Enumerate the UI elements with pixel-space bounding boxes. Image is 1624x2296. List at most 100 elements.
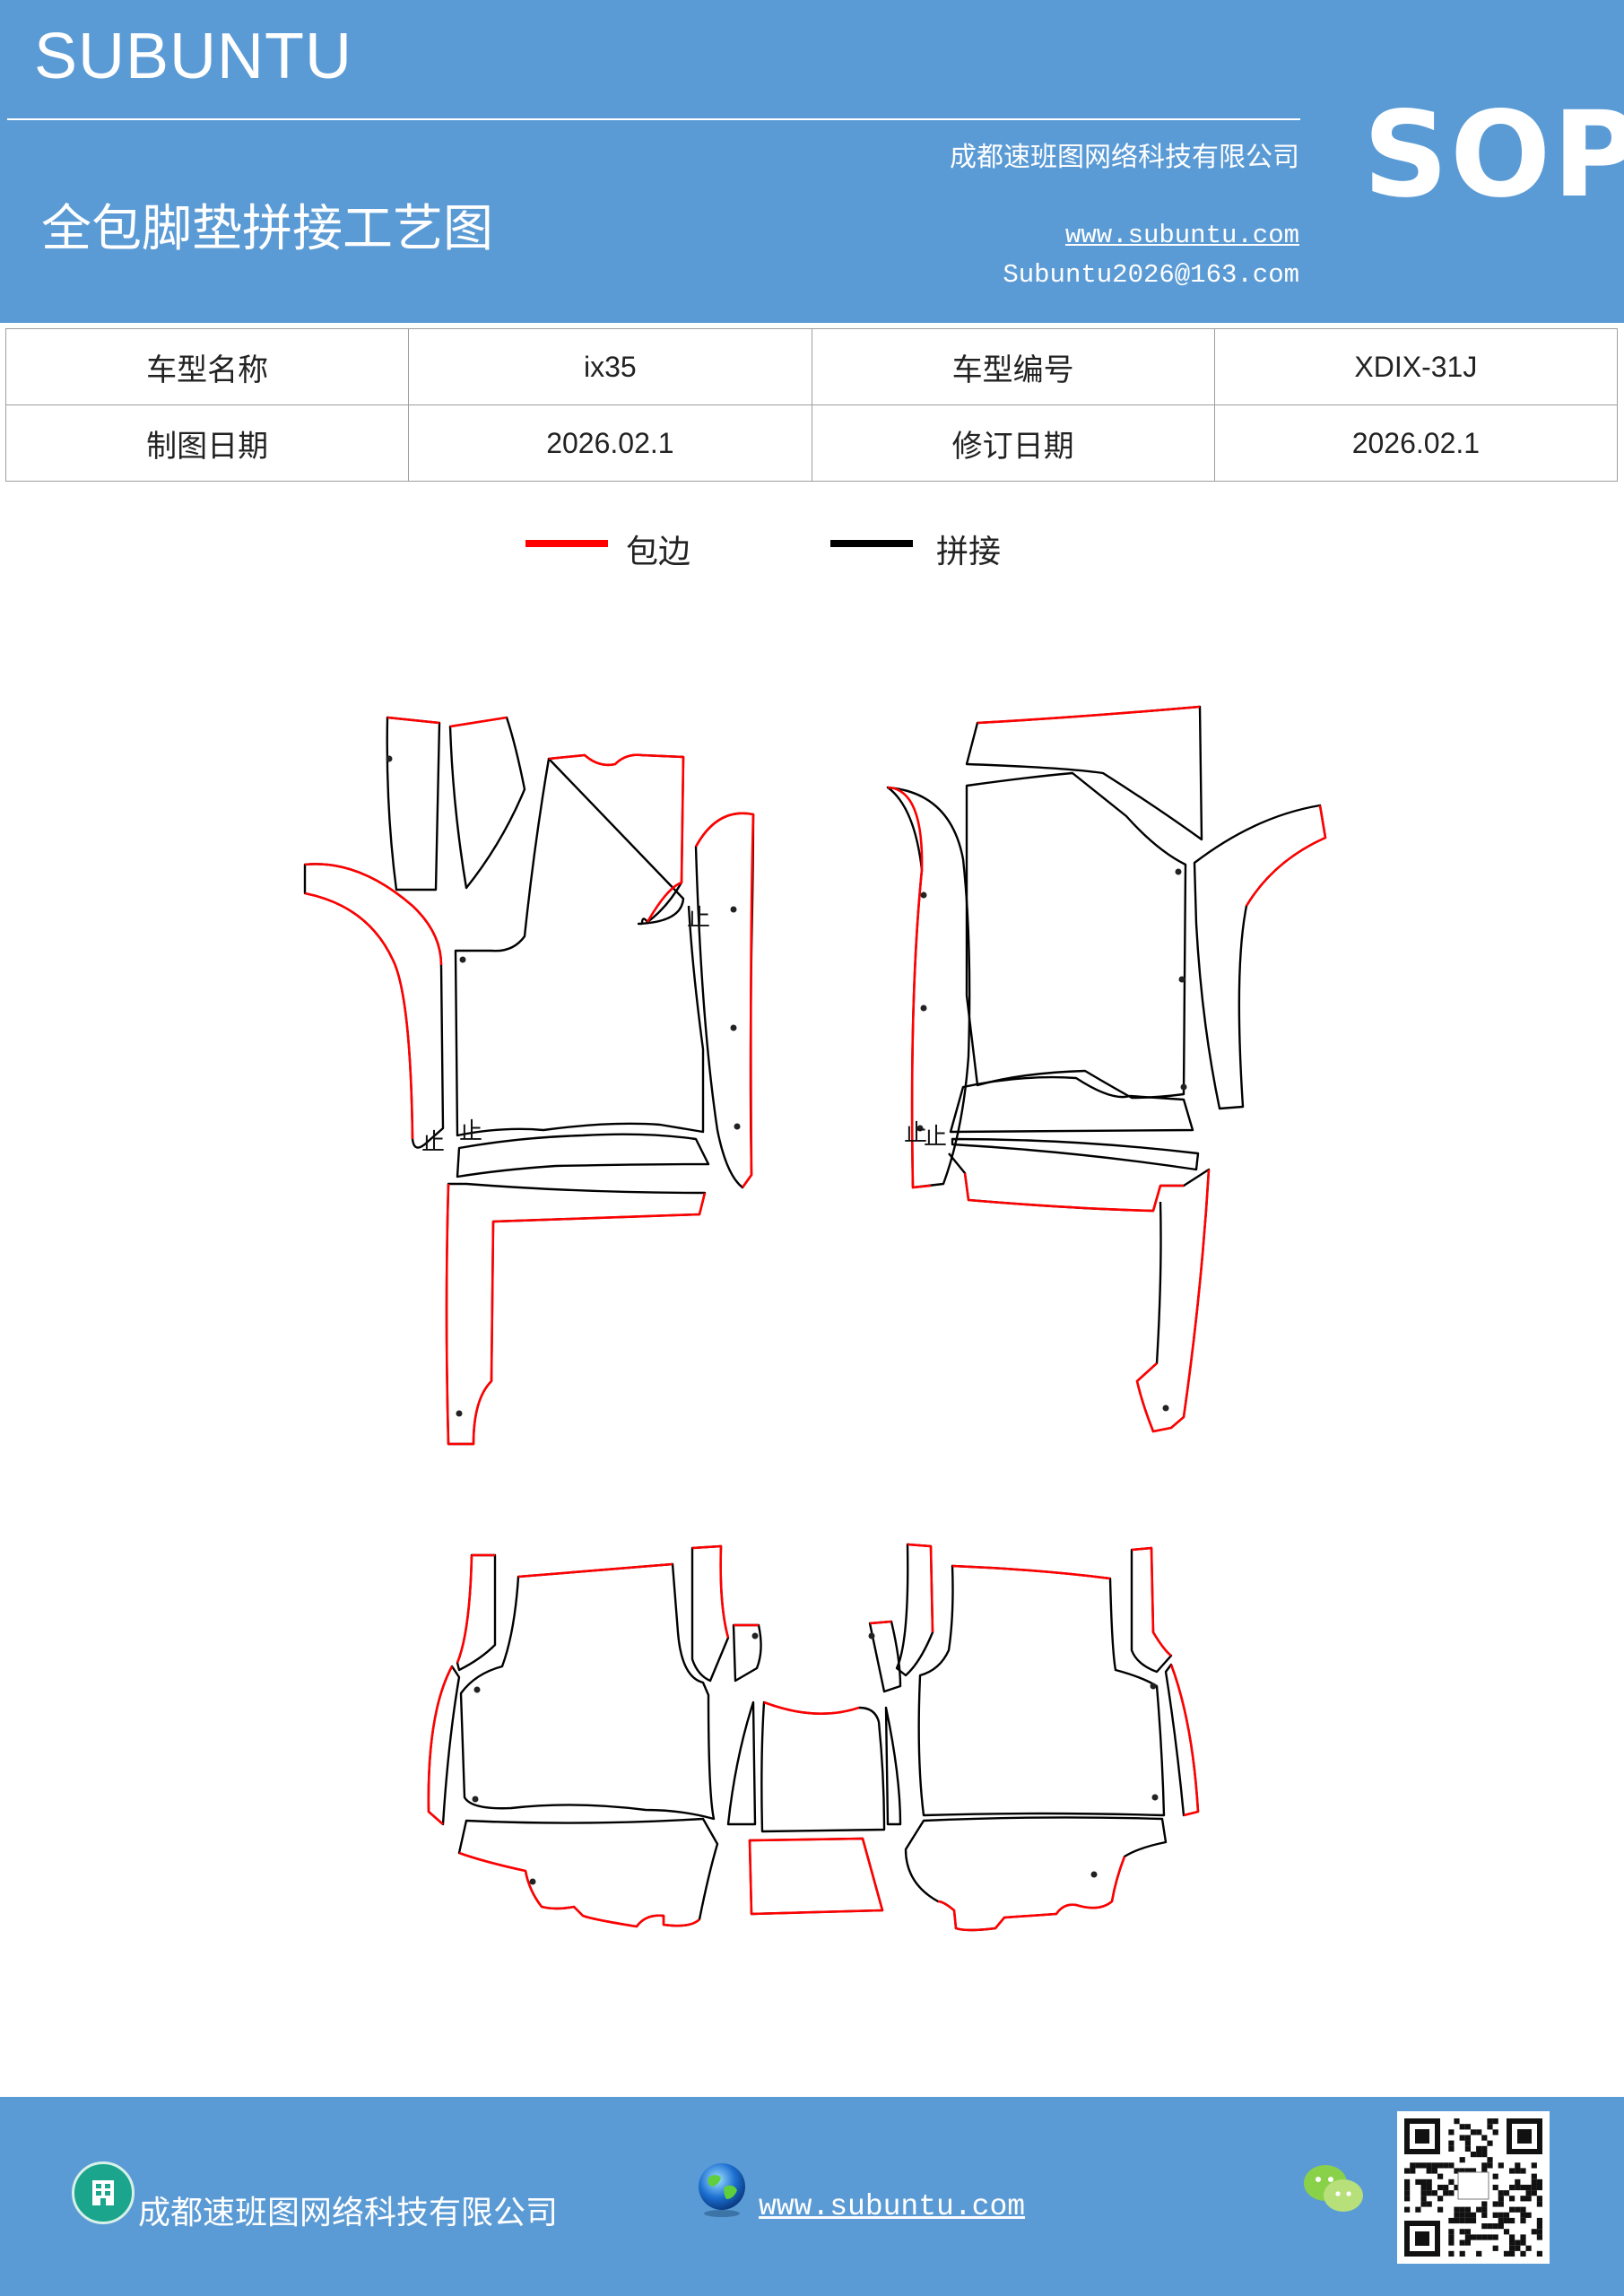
hole-dot <box>920 1004 927 1012</box>
legend: 包边 拼接 <box>0 520 1624 574</box>
mat-piece <box>304 863 443 1140</box>
stop-mark-text: 止 <box>421 1129 445 1156</box>
qr-code <box>1397 2111 1550 2264</box>
mat-piece <box>763 1700 860 1715</box>
legend-swatch-edging <box>525 540 608 547</box>
hole-dot <box>1178 976 1185 983</box>
mat-piece <box>726 1700 757 1826</box>
mat-piece <box>965 705 1203 841</box>
value-revision-date: 2026.02.1 <box>1213 404 1619 482</box>
brand-logo-text: SUBUNTU <box>34 21 353 92</box>
header-email: Subuntu2026@163.com <box>1003 260 1299 290</box>
header-website-link[interactable]: www.subuntu.com <box>1064 221 1299 250</box>
mat-piece <box>732 1623 762 1683</box>
mat-piece <box>1245 804 1327 907</box>
stop-mark-text: 止 <box>924 1124 947 1151</box>
mat-piece <box>454 753 705 1137</box>
mat-piece <box>448 716 526 890</box>
hole-dot <box>1090 1871 1098 1878</box>
mat-piece <box>694 812 755 1188</box>
floor-mat-pattern-drawing: 止 止 止 止 止 <box>303 705 1327 1932</box>
footer-website-link[interactable]: www.subuntu.com <box>759 2190 1026 2223</box>
stop-mark-text: 止 <box>459 1118 482 1145</box>
hole-dot <box>730 906 737 913</box>
mat-piece <box>748 1837 884 1916</box>
mat-piece <box>951 1564 1111 1580</box>
mat-piece <box>1131 1546 1172 1657</box>
mat-piece <box>951 1137 1200 1171</box>
mat-piece <box>895 1543 934 1677</box>
document-title: 全包脚垫拼接工艺图 <box>41 200 493 258</box>
mat-piece <box>948 1152 1211 1433</box>
footer-banner: 成都速班图网络科技有限公司 www.subuntu.com <box>0 2097 1624 2296</box>
mat-piece <box>937 1856 1126 1932</box>
info-table: 车型名称 ix35 车型编号 XDIX-31J 制图日期 2026.02.1 修… <box>4 328 1619 482</box>
mat-piece <box>517 1562 673 1578</box>
legend-label-edging: 包边 <box>626 534 691 570</box>
mat-piece <box>456 1133 710 1178</box>
hole-dot <box>386 755 393 762</box>
mat-piece <box>868 1620 902 1693</box>
mat-piece <box>456 1553 495 1664</box>
mat-piece <box>691 1544 730 1639</box>
hole-dot <box>1151 1794 1159 1801</box>
mat-piece <box>459 1562 716 1821</box>
stop-mark-text: 止 <box>904 1120 927 1147</box>
mat-piece <box>427 1665 461 1826</box>
stop-marks: 止 止 止 止 止 <box>421 905 947 1156</box>
mat-piece <box>303 863 445 1149</box>
hole-dot <box>730 1024 737 1031</box>
hole-dot <box>734 1123 741 1130</box>
mat-piece <box>965 771 1187 1100</box>
value-draw-date: 2026.02.1 <box>408 404 812 482</box>
mat-piece <box>386 716 441 891</box>
mat-piece <box>949 1075 1194 1134</box>
wechat-icon[interactable] <box>1302 2161 1365 2215</box>
mat-piece <box>1169 1664 1200 1817</box>
mat-piece <box>884 1706 902 1826</box>
mat-piece <box>904 1816 1168 1932</box>
hole-dot <box>916 1125 924 1132</box>
value-model-name: ix35 <box>408 328 812 405</box>
mat-piece <box>963 1169 1211 1433</box>
hole-dot <box>1175 868 1182 875</box>
label-model-code: 车型编号 <box>811 328 1215 405</box>
table-row: 制图日期 2026.02.1 修订日期 2026.02.1 <box>4 404 1619 482</box>
hole-dot <box>529 1878 536 1885</box>
mat-piece <box>445 1183 707 1446</box>
legend-label-seam: 拼接 <box>936 534 1002 570</box>
mat-piece <box>456 1553 497 1672</box>
header-company-name: 成都速班图网络科技有限公司 <box>950 142 1299 173</box>
table-row: 车型名称 ix35 车型编号 XDIX-31J <box>4 328 1619 405</box>
mat-piece <box>1164 1663 1200 1817</box>
hole-dot <box>459 956 466 963</box>
mat-piece <box>748 1837 884 1916</box>
sop-badge: SOP <box>1363 86 1624 224</box>
hole-markers <box>386 755 1187 1885</box>
label-draw-date: 制图日期 <box>4 404 410 482</box>
mat-piece <box>887 786 932 1189</box>
mat-piece <box>760 1700 886 1833</box>
mat-piece <box>907 1543 934 1633</box>
legend-swatch-seam <box>830 540 913 547</box>
hole-dot <box>456 1410 463 1417</box>
mat-piece <box>1193 804 1327 1110</box>
globe-icon <box>692 2160 751 2219</box>
label-revision-date: 修订日期 <box>811 404 1215 482</box>
mat-piece <box>386 716 440 725</box>
hole-dot <box>1150 1683 1157 1690</box>
hole-dot <box>920 891 927 899</box>
mat-piece <box>977 705 1201 725</box>
hole-dot <box>472 1796 479 1803</box>
label-model-name: 车型名称 <box>4 328 410 405</box>
mat-piece <box>917 1564 1166 1817</box>
mat-piece <box>457 1817 719 1928</box>
stop-mark-text: 止 <box>687 905 710 932</box>
mat-piece <box>458 1851 700 1928</box>
hole-dot <box>1180 1083 1187 1091</box>
value-model-code: XDIX-31J <box>1213 328 1619 405</box>
building-icon <box>72 2161 135 2224</box>
header-banner: SUBUNTU 成都速班图网络科技有限公司 全包脚垫拼接工艺图 www.subu… <box>0 0 1624 323</box>
mat-piece <box>548 753 685 923</box>
mat-piece <box>694 812 755 1189</box>
